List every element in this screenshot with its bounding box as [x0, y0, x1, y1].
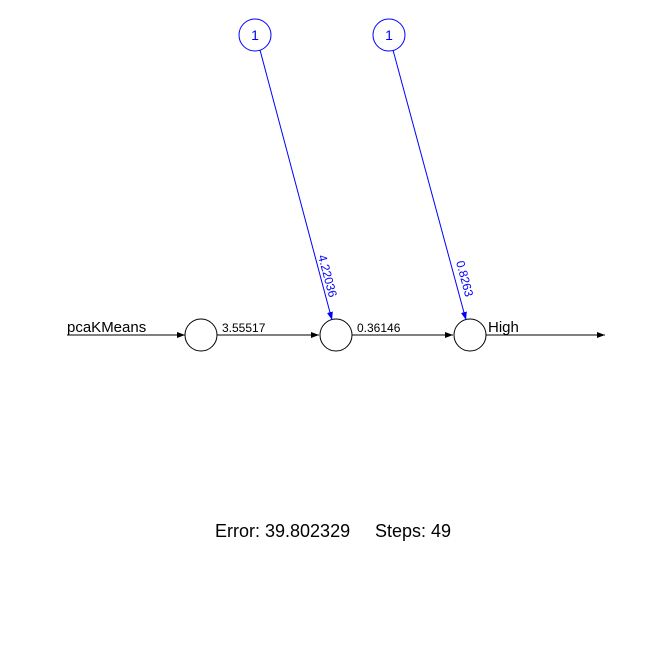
- bias-node-hidden-label: 1: [251, 27, 259, 43]
- bias-node-output: [372, 18, 406, 52]
- input-label: pcaKMeans: [67, 319, 146, 336]
- weight-hidden-output: 0.36146: [357, 321, 401, 335]
- output-label: High: [488, 319, 519, 336]
- error-text: Error: 39.802329: [215, 521, 350, 541]
- bias-node-output-label: 1: [385, 27, 393, 43]
- input-node: [184, 318, 218, 352]
- steps-text: Steps: 49: [375, 521, 451, 541]
- bias-weight-hidden: 4.22036: [315, 253, 340, 299]
- bias-edge-hidden: [259, 49, 333, 321]
- bias-weight-output: 0.8263: [453, 259, 476, 298]
- weight-input-hidden: 3.55517: [222, 321, 266, 335]
- bias-node-hidden: [238, 18, 272, 52]
- hidden-node: [319, 318, 353, 352]
- output-node: [453, 318, 487, 352]
- bias-edge-output: [392, 49, 467, 321]
